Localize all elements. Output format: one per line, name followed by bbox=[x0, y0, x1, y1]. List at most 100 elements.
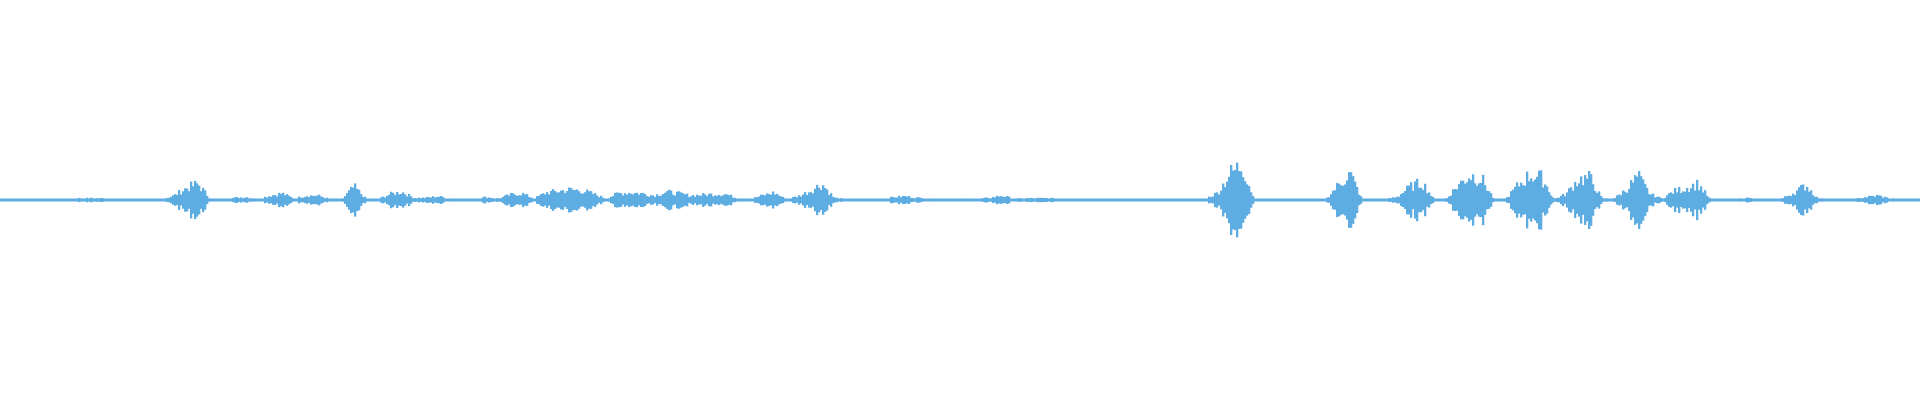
waveform-sample-bar bbox=[896, 197, 899, 203]
waveform-sample-bar bbox=[1448, 196, 1451, 204]
waveform-sample-bar bbox=[604, 198, 607, 202]
waveform-sample-bar bbox=[1240, 171, 1243, 229]
waveform-sample-bar bbox=[1768, 198, 1771, 202]
waveform-sample-bar bbox=[1554, 198, 1557, 202]
waveform-sample-bar bbox=[1388, 198, 1391, 202]
waveform-sample-bar bbox=[730, 194, 733, 206]
waveform-sample-bar bbox=[96, 198, 99, 202]
waveform-sample-bar bbox=[1052, 197, 1055, 203]
waveform-sample-bar bbox=[942, 198, 945, 202]
waveform-sample-bar bbox=[1476, 185, 1479, 215]
waveform-sample-bar bbox=[1736, 198, 1739, 202]
waveform-sample-bar bbox=[820, 190, 823, 210]
waveform-sample-bar bbox=[1300, 198, 1303, 202]
waveform-sample-bar bbox=[102, 198, 105, 202]
waveform-sample-bar bbox=[1134, 198, 1137, 202]
waveform-sample-bar bbox=[568, 187, 571, 213]
waveform-sample-bar bbox=[1280, 198, 1283, 202]
waveform-sample-bar bbox=[1918, 198, 1920, 202]
waveform-sample-bar bbox=[1548, 192, 1551, 208]
waveform-sample-bar bbox=[654, 197, 657, 203]
waveform-sample-bar bbox=[736, 198, 739, 202]
waveform-sample-bar bbox=[1208, 196, 1211, 204]
waveform-sample-bar bbox=[876, 198, 879, 202]
waveform-sample-bar bbox=[1160, 198, 1163, 202]
waveform-sample-bar bbox=[388, 194, 391, 206]
waveform-sample-bar bbox=[1540, 170, 1543, 230]
waveform-sample-bar bbox=[688, 197, 691, 203]
waveform-sample-bar bbox=[22, 198, 25, 202]
waveform-sample-bar bbox=[1902, 198, 1905, 202]
waveform-sample-bar bbox=[1170, 198, 1173, 202]
waveform-sample-bar bbox=[438, 196, 441, 204]
waveform-sample-bar bbox=[1390, 198, 1393, 202]
waveform-sample-bar bbox=[538, 195, 541, 205]
waveform-sample-bar bbox=[1638, 171, 1641, 229]
waveform-sample-bar bbox=[1272, 198, 1275, 202]
waveform-sample-bar bbox=[1760, 198, 1763, 202]
waveform-sample-bar bbox=[954, 198, 957, 202]
waveform-sample-bar bbox=[700, 195, 703, 205]
waveform-sample-bar bbox=[384, 197, 387, 203]
waveform-sample-bar bbox=[842, 198, 845, 202]
waveform-sample-bar bbox=[542, 193, 545, 207]
waveform-sample-bar bbox=[512, 193, 515, 207]
waveform-sample-bar bbox=[56, 198, 59, 202]
waveform-sample-bar bbox=[1078, 198, 1081, 202]
waveform-sample-bar bbox=[1586, 178, 1589, 222]
waveform-sample-bar bbox=[172, 195, 175, 205]
waveform-sample-bar bbox=[1744, 198, 1747, 202]
waveform-sample-bar bbox=[1258, 198, 1261, 202]
waveform-sample-bar bbox=[1886, 197, 1889, 203]
waveform-sample-bar bbox=[1142, 198, 1145, 202]
waveform-sample-bar bbox=[152, 198, 155, 202]
waveform-sample-bar bbox=[132, 198, 135, 202]
waveform-sample-bar bbox=[20, 198, 23, 202]
waveform-sample-bar bbox=[1668, 193, 1671, 207]
waveform-sample-bar bbox=[826, 189, 829, 211]
waveform-sample-bar bbox=[374, 198, 377, 202]
waveform-sample-bar bbox=[816, 184, 819, 216]
waveform-sample-bar bbox=[618, 192, 621, 208]
waveform-sample-bar bbox=[964, 198, 967, 202]
waveform-sample-bar bbox=[1346, 180, 1349, 220]
waveform-sample-bar bbox=[1802, 184, 1805, 216]
waveform-sample-bar bbox=[340, 198, 343, 202]
waveform-sample-bar bbox=[1368, 198, 1371, 202]
waveform-sample-bar bbox=[276, 196, 279, 204]
waveform-sample-bar bbox=[1690, 188, 1693, 212]
waveform-sample-bar bbox=[490, 198, 493, 202]
waveform-sample-bar bbox=[1558, 197, 1561, 203]
waveform-sample-bar bbox=[1168, 198, 1171, 202]
waveform-sample-bar bbox=[1022, 198, 1025, 202]
waveform-sample-bar bbox=[6, 198, 9, 202]
waveform-sample-bar bbox=[606, 198, 609, 202]
waveform-sample-bar bbox=[262, 198, 265, 202]
waveform-sample-bar bbox=[758, 196, 761, 204]
waveform-sample-bar bbox=[592, 194, 595, 206]
waveform-sample-bar bbox=[320, 196, 323, 204]
waveform-sample-bar bbox=[1784, 196, 1787, 204]
waveform-sample-bar bbox=[432, 196, 435, 204]
waveform-sample-bar bbox=[1750, 198, 1753, 202]
waveform-sample-bar bbox=[940, 198, 943, 202]
waveform-sample-bar bbox=[1076, 198, 1079, 202]
waveform-sample-bar bbox=[482, 197, 485, 203]
waveform-sample-bar bbox=[1598, 191, 1601, 209]
waveform-sample-bar bbox=[456, 198, 459, 202]
waveform-sample-bar bbox=[900, 197, 903, 203]
waveform-sample-bar bbox=[754, 197, 757, 203]
waveform-sample-bar bbox=[1158, 198, 1161, 202]
waveform-sample-bar bbox=[1242, 177, 1245, 223]
waveform-sample-bar bbox=[368, 198, 371, 202]
waveform-sample-bar bbox=[256, 198, 259, 202]
waveform-sample-bar bbox=[46, 198, 49, 202]
waveform-sample-bar bbox=[1330, 194, 1333, 206]
waveform-sample-bar bbox=[1616, 195, 1619, 205]
waveform-sample-bar bbox=[1580, 176, 1583, 224]
waveform-sample-bar bbox=[946, 198, 949, 202]
waveform-sample-bar bbox=[514, 194, 517, 206]
waveform-sample-bar bbox=[208, 198, 211, 202]
waveform-sample-bar bbox=[202, 187, 205, 213]
